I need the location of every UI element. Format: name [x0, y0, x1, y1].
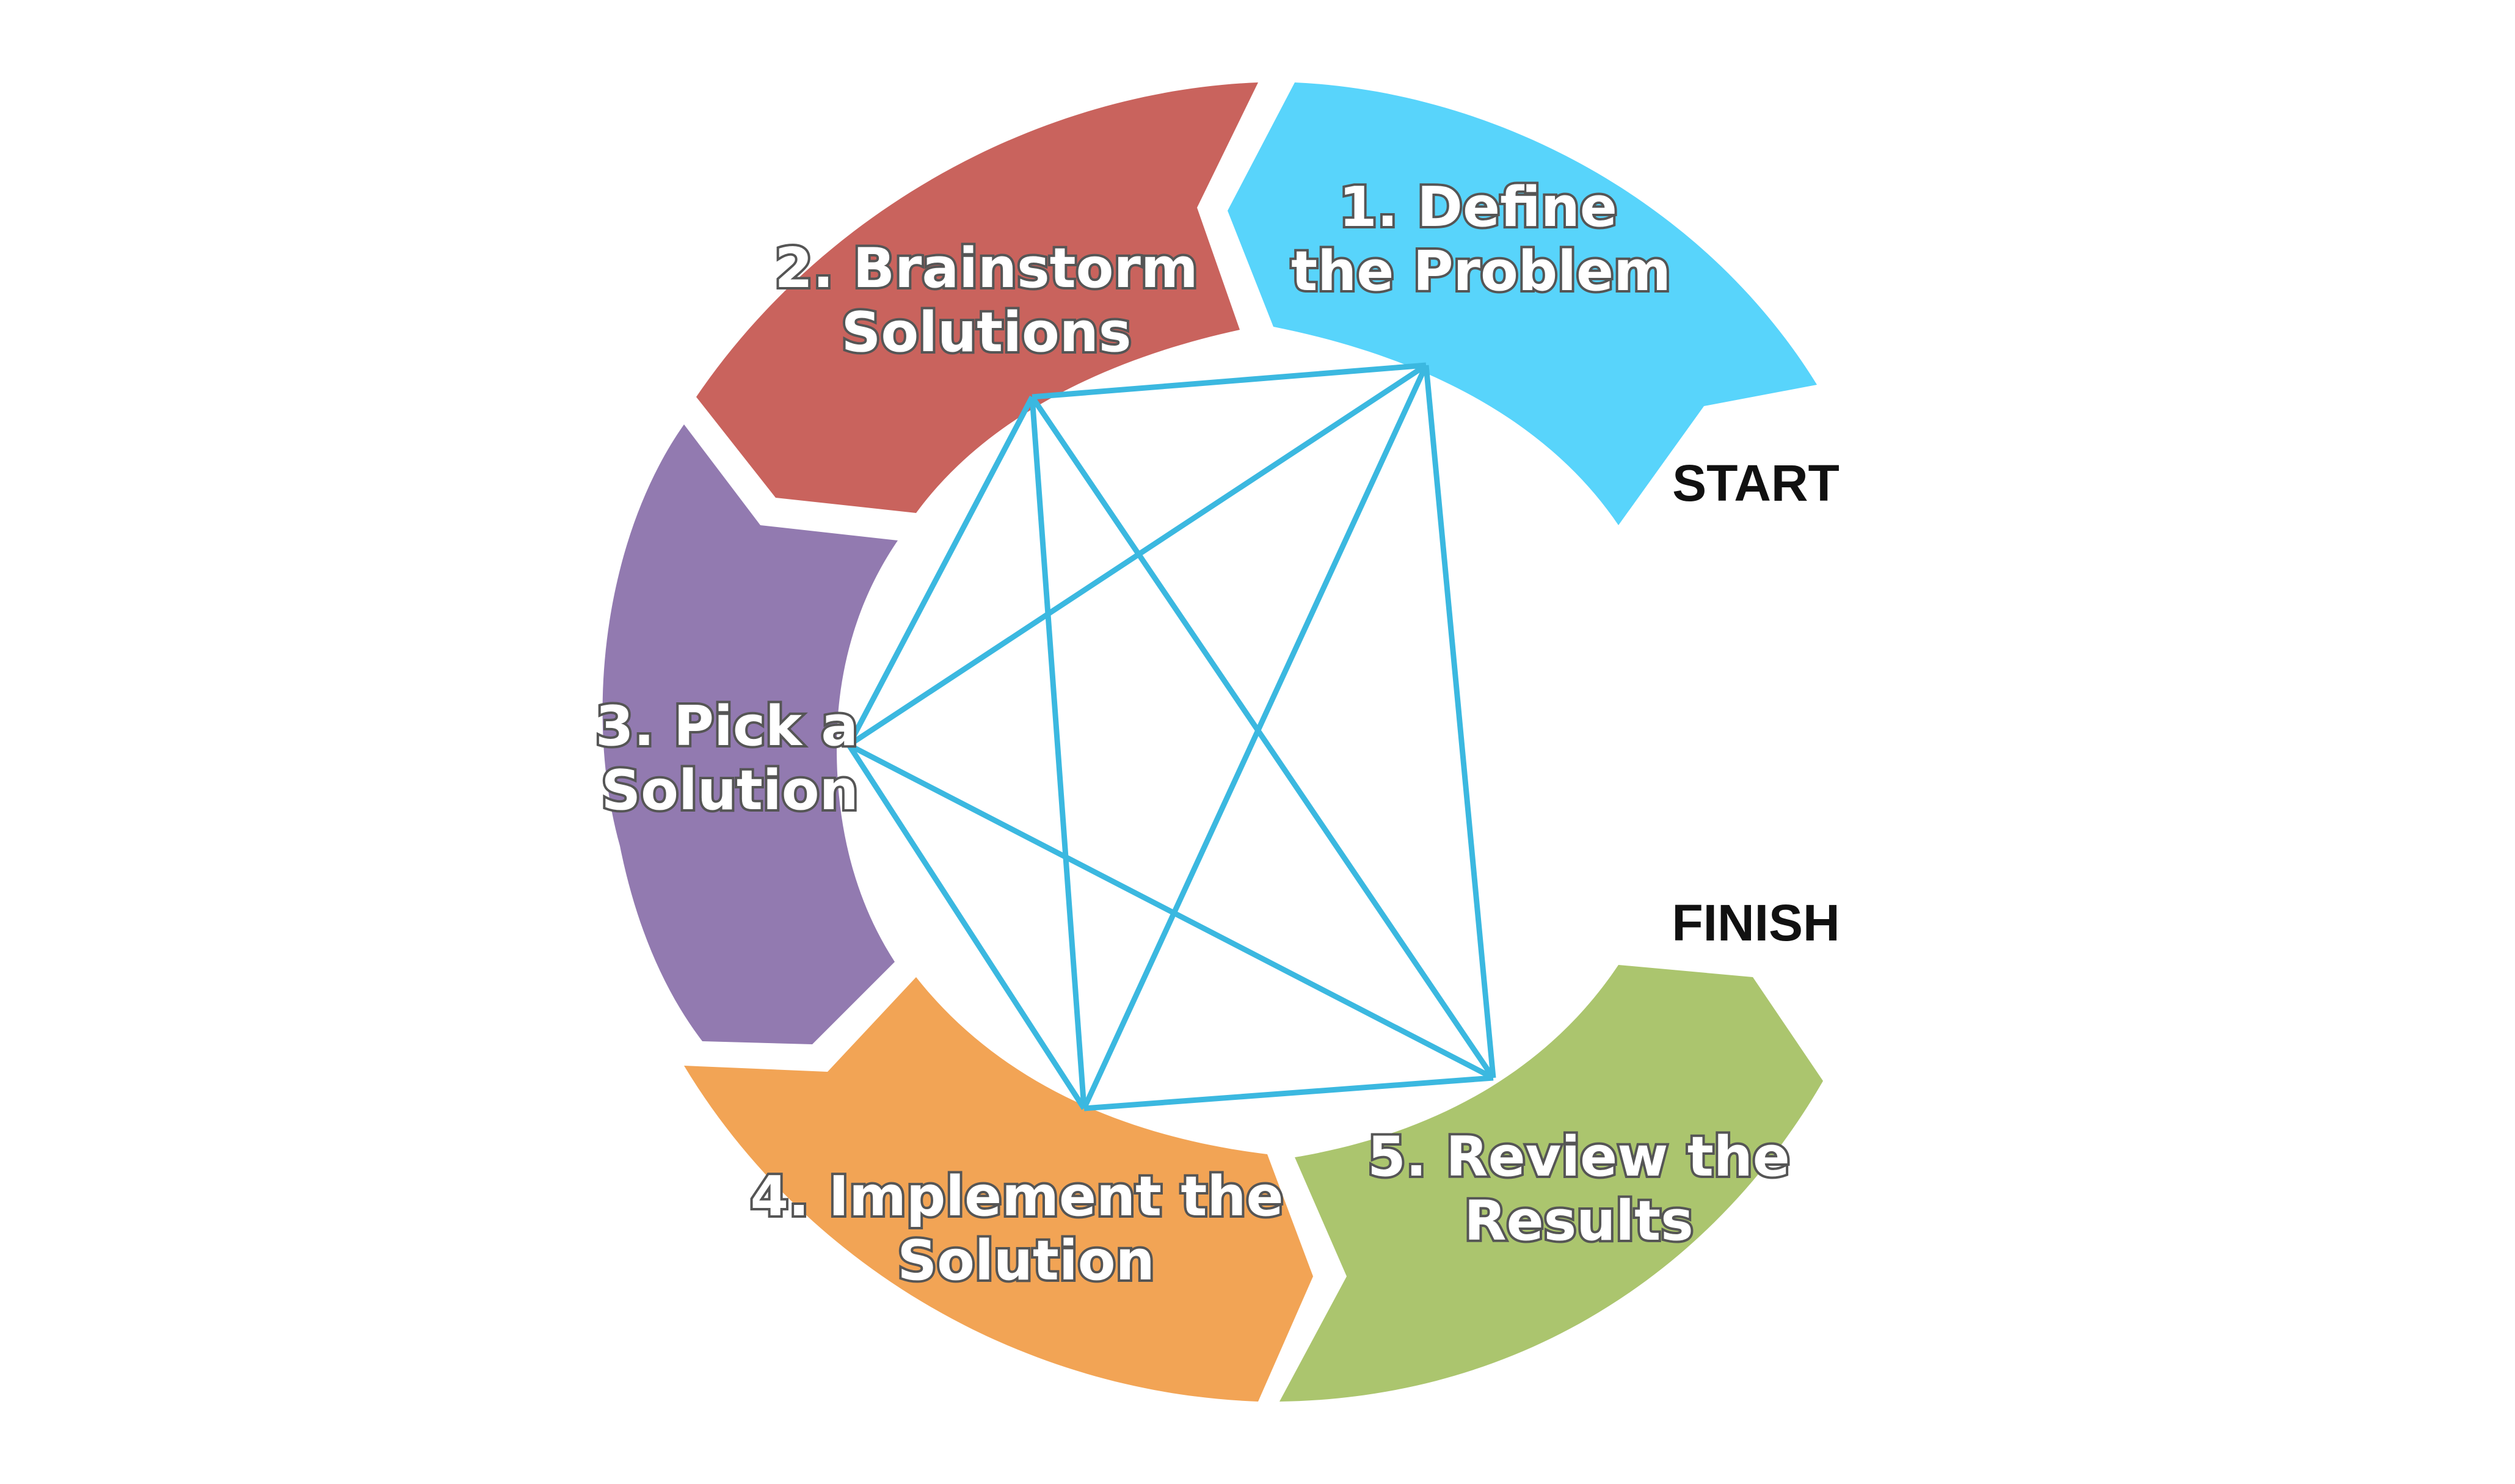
step-1-label-line2: the Problem	[1291, 239, 1671, 304]
network-line	[1029, 396, 1087, 1109]
step-4-label-line1: 4. Implement the	[750, 1165, 1283, 1229]
step-5-label-line2: Results	[1464, 1189, 1693, 1253]
step-4-label: 4. Implement the Solution	[748, 1162, 1286, 1295]
step-3-label: 3. Pick a Solution	[593, 692, 861, 825]
network-line	[847, 743, 1495, 1080]
segment-1-define-the-problem	[1228, 82, 1817, 525]
network-line	[846, 395, 1035, 747]
start-marker: START	[1672, 454, 1840, 512]
segment-3-pick-a-solution	[602, 424, 898, 1044]
step-3-label-line2: Solution	[601, 758, 858, 823]
step-1-label-line1: 1. Define	[1339, 175, 1617, 239]
network-line	[1081, 364, 1429, 1110]
step-2-label-line2: Solutions	[842, 300, 1132, 365]
network-line	[1083, 1075, 1494, 1111]
network-line	[847, 363, 1428, 747]
step-3-label-line1: 3. Pick a	[595, 694, 858, 758]
segment-2-brainstorm-solutions	[696, 82, 1258, 513]
center-network	[846, 362, 1496, 1111]
step-4-label-line2: Solution	[897, 1229, 1154, 1293]
step-5-label-line1: 5. Review the	[1367, 1125, 1790, 1189]
segment-4-implement-the-solution	[684, 977, 1313, 1402]
finish-marker: FINISH	[1672, 894, 1840, 951]
network-line	[1030, 395, 1496, 1080]
network-line	[846, 743, 1086, 1110]
network-line	[1032, 362, 1427, 400]
step-2-label: 2. Brainstorm Solutions	[772, 234, 1200, 367]
step-1-label: 1. Define the Problem	[1289, 173, 1673, 306]
segment-5-review-the-results	[1279, 965, 1823, 1402]
network-line	[1423, 365, 1496, 1078]
step-5-label: 5. Review the Results	[1365, 1122, 1793, 1256]
step-2-label-line1: 2. Brainstorm	[774, 236, 1198, 300]
